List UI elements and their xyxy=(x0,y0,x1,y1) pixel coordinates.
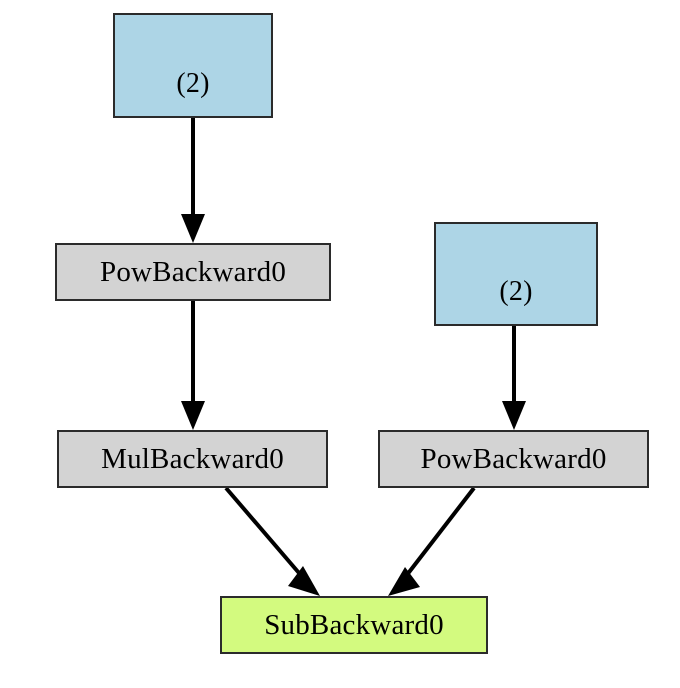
node-pow-backward-right[interactable]: PowBackward0 xyxy=(378,430,649,488)
edge-mul-left-to-sub-out xyxy=(224,486,320,596)
node-sub-backward-output[interactable]: SubBackward0 xyxy=(220,596,488,654)
edge-pow-left-to-mul-left xyxy=(181,301,205,430)
node-pow-backward-right-label: PowBackward0 xyxy=(420,442,607,475)
node-sub-backward-output-label: SubBackward0 xyxy=(264,608,444,641)
edge-tensor-left-to-pow-left xyxy=(181,118,205,243)
node-tensor-right[interactable]: (2) xyxy=(434,222,598,326)
node-pow-backward-left[interactable]: PowBackward0 xyxy=(55,243,331,301)
node-tensor-left-label: (2) xyxy=(176,68,210,99)
node-tensor-right-label: (2) xyxy=(499,276,533,307)
edge-pow-right-to-sub-out xyxy=(388,486,476,596)
edge-tensor-right-to-pow-right xyxy=(502,326,526,430)
node-tensor-left[interactable]: (2) xyxy=(113,13,273,118)
node-pow-backward-left-label: PowBackward0 xyxy=(99,255,287,288)
node-mul-backward-label: MulBackward0 xyxy=(101,442,284,475)
node-mul-backward[interactable]: MulBackward0 xyxy=(57,430,328,488)
